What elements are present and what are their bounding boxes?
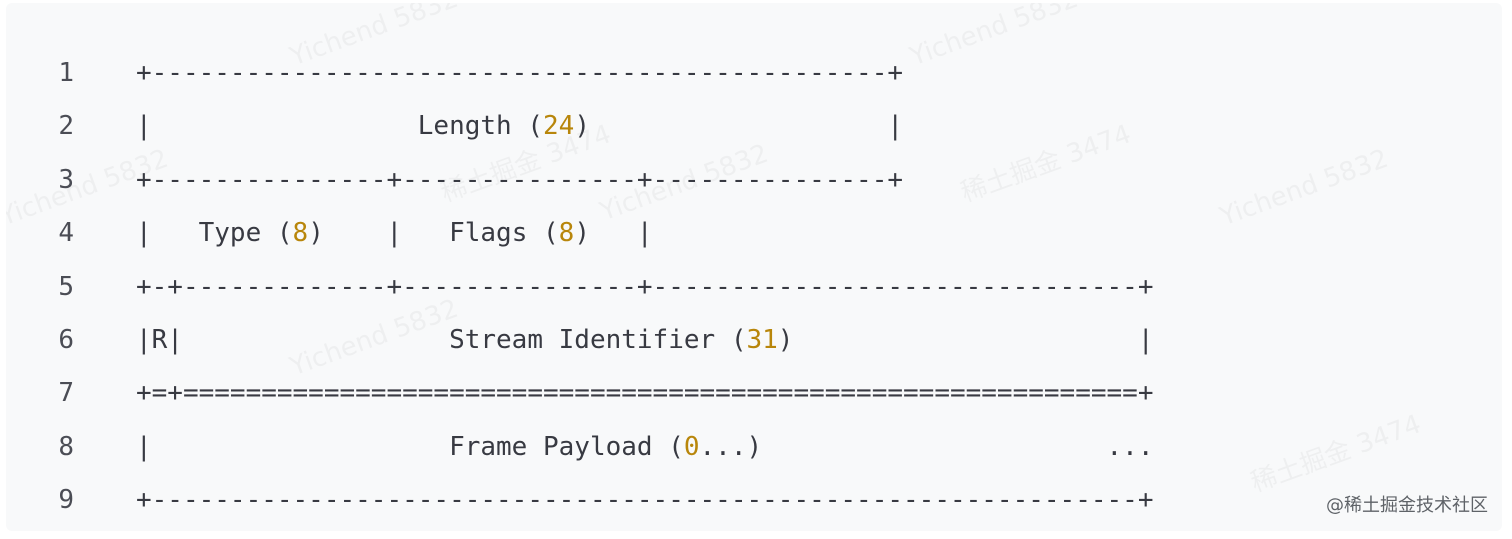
code-text: +---------------------------------------…	[136, 58, 904, 88]
code-text: ) |	[574, 111, 904, 142]
code-line: 5 +-+-------------+---------------+------…	[6, 261, 1153, 314]
code-text: | Length (	[136, 111, 543, 142]
code-text: | Type (	[136, 218, 293, 249]
code-text: +---------------+---------------+-------…	[136, 164, 904, 195]
code-number: 31	[746, 324, 778, 355]
code-line: 9 +--------------------------------------…	[6, 474, 1153, 527]
watermark: 稀土掘金 3474	[1247, 409, 1426, 499]
code-text: +---------------------------------------…	[136, 485, 1154, 516]
line-number: 9	[58, 485, 74, 516]
code-line: 8 | Frame Payload (0...) ...	[6, 421, 1153, 474]
code-line: 3 +---------------+---------------+------…	[6, 154, 1153, 207]
code-text: ) |	[777, 324, 1154, 355]
code-number: 24	[543, 111, 575, 142]
line-number: 6	[58, 324, 74, 355]
code-line: 6 |R| Stream Identifier (31) |	[6, 314, 1153, 367]
code-text: ) | Flags (	[308, 218, 559, 249]
code-text: ) |	[574, 218, 653, 249]
line-number: 3	[58, 164, 74, 195]
code-text: |R| Stream Identifier (	[136, 324, 747, 355]
code-text: ...) ...	[699, 431, 1154, 462]
code-number: 8	[292, 218, 309, 249]
line-number: 8	[58, 431, 74, 462]
code-block: Yichend 5832 Yichend 5832 Yichend 5832 Y…	[6, 3, 1502, 531]
code-number: 8	[558, 218, 575, 249]
code-number: 0	[683, 431, 700, 462]
footer-watermark: @稀土掘金技术社区	[1326, 495, 1488, 516]
watermark: Yichend 5832	[1216, 143, 1393, 233]
line-number: 7	[58, 378, 74, 409]
code-line: 4| Type (8) | Flags (8) |	[6, 207, 1153, 260]
line-number: 1	[58, 58, 74, 88]
code-text: | Frame Payload (	[136, 431, 684, 462]
line-number: 4	[58, 218, 74, 249]
line-number: 5	[58, 271, 74, 302]
code-line: 7 +=+====================================…	[6, 367, 1153, 420]
code-text: +-+-------------+---------------+-------…	[136, 271, 1154, 302]
code-content: 1 +--------------------------------------…	[6, 47, 1153, 528]
code-text: +=+=====================================…	[136, 378, 1154, 409]
code-line: 2 | Length (24) |	[6, 100, 1153, 153]
line-number: 2	[58, 111, 74, 142]
code-line: 1 +--------------------------------------…	[6, 47, 1153, 100]
